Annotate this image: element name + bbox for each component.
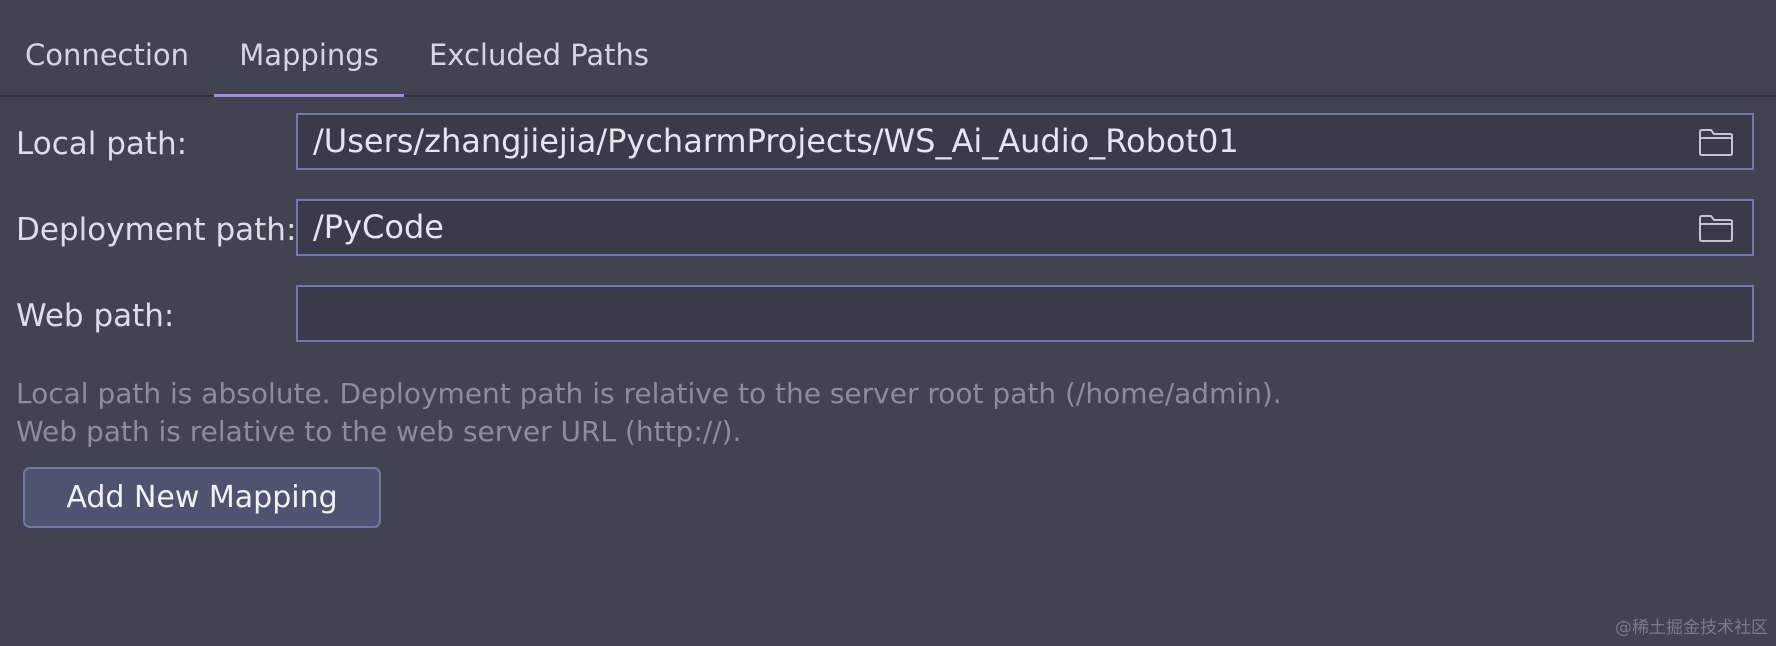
tab-mappings[interactable]: Mappings (214, 0, 404, 97)
add-new-mapping-button[interactable]: Add New Mapping (23, 467, 381, 528)
web-path-label: Web path: (16, 298, 175, 334)
folder-icon[interactable] (1698, 128, 1734, 156)
help-text-line-2: Web path is relative to the web server U… (16, 415, 742, 448)
watermark: @稀土掘金技术社区 (1615, 618, 1768, 638)
tab-excluded-paths[interactable]: Excluded Paths (428, 38, 650, 72)
tab-bar: Connection Mappings Excluded Paths (0, 0, 1776, 97)
tab-connection[interactable]: Connection (24, 38, 190, 72)
deployment-path-field[interactable]: /PyCode (296, 199, 1754, 256)
help-text-line-1: Local path is absolute. Deployment path … (16, 377, 1282, 410)
deployment-path-label: Deployment path: (16, 212, 297, 248)
deployment-path-value[interactable]: /PyCode (313, 208, 444, 246)
web-path-field[interactable] (296, 285, 1754, 342)
local-path-label: Local path: (16, 126, 188, 162)
local-path-value[interactable]: /Users/zhangjiejia/PycharmProjects/WS_Ai… (313, 122, 1239, 160)
local-path-field[interactable]: /Users/zhangjiejia/PycharmProjects/WS_Ai… (296, 113, 1754, 170)
folder-icon[interactable] (1698, 214, 1734, 242)
